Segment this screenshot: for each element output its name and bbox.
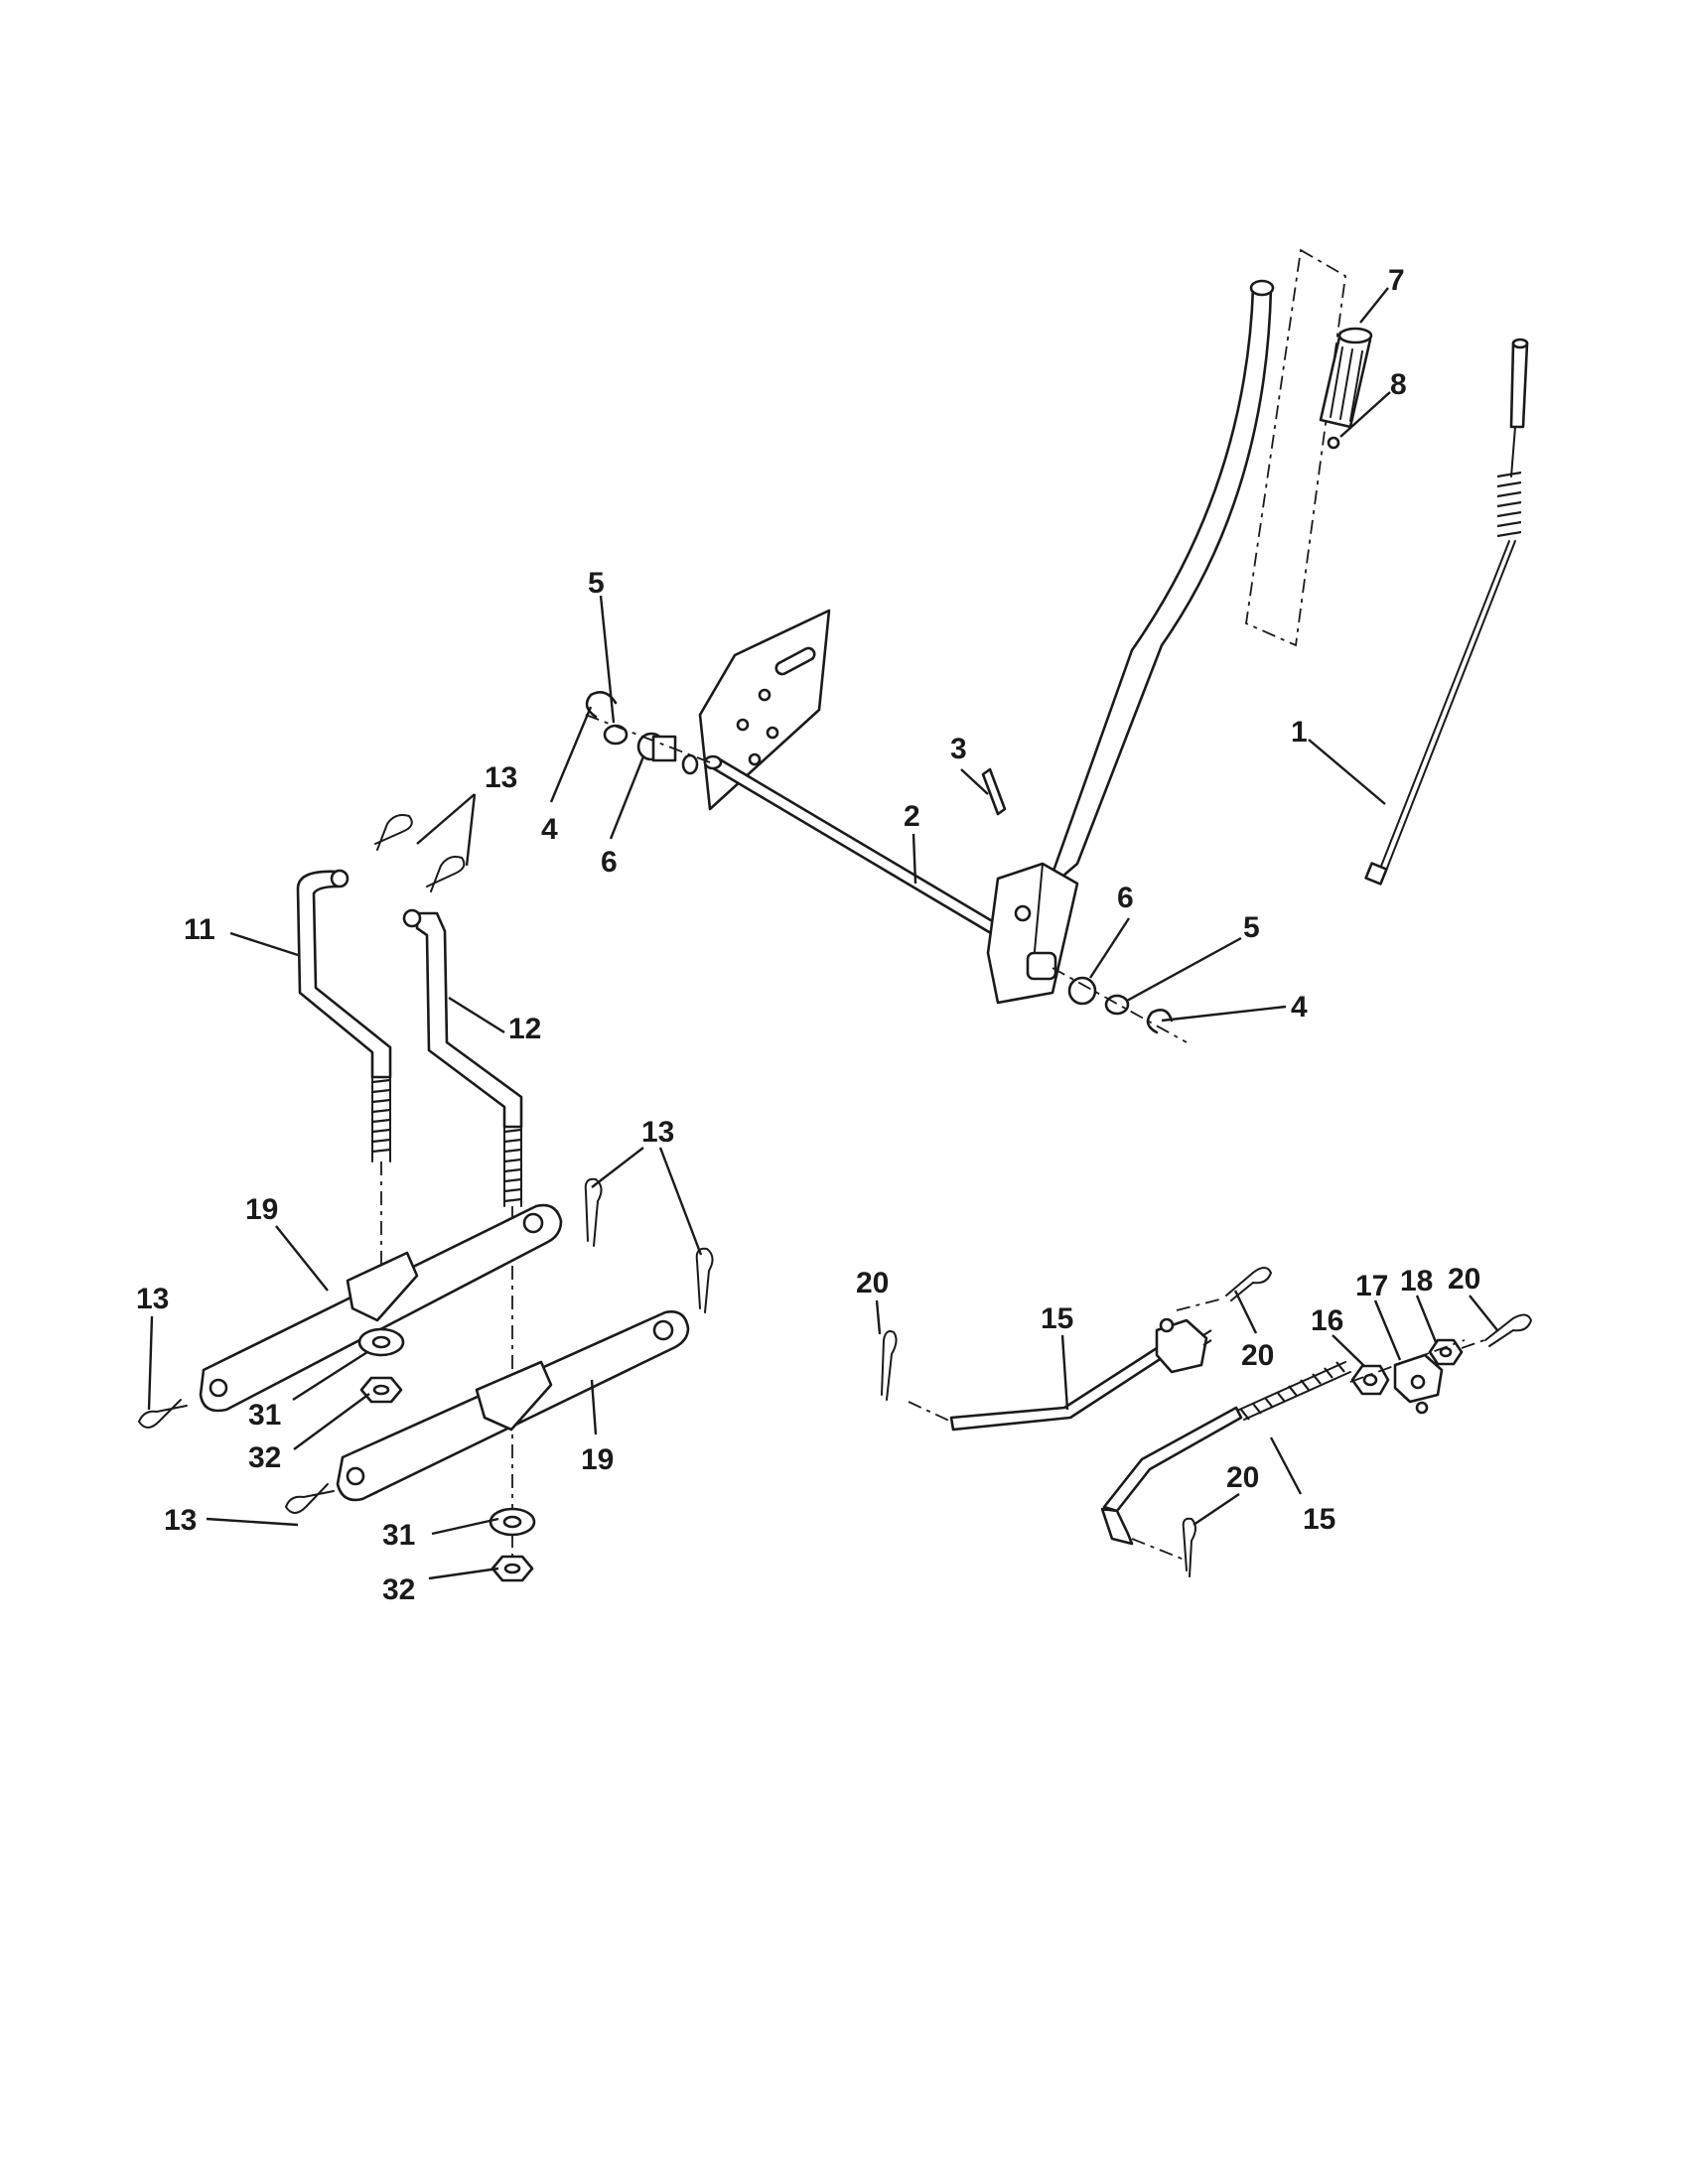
mounting-plate bbox=[698, 609, 831, 811]
lift-link-left bbox=[296, 869, 392, 1162]
callout-20-left: 20 bbox=[856, 1267, 889, 1299]
callout-2: 2 bbox=[904, 800, 920, 833]
callout-7: 7 bbox=[1388, 264, 1405, 297]
callout-6-left: 6 bbox=[601, 846, 618, 879]
lift-link-right bbox=[402, 908, 523, 1207]
cotter-pin-right bbox=[1461, 1313, 1533, 1349]
callout-32-upper: 32 bbox=[248, 1441, 281, 1474]
callout-16: 16 bbox=[1311, 1304, 1343, 1337]
callout-12: 12 bbox=[508, 1013, 541, 1045]
callout-19-lower: 19 bbox=[581, 1443, 614, 1476]
callout-8: 8 bbox=[1390, 368, 1407, 401]
hairpin-clip-top-2 bbox=[426, 856, 466, 892]
spacer-nut-lower bbox=[489, 1507, 536, 1582]
callout-19-upper: 19 bbox=[245, 1193, 278, 1226]
hairpin-clip-top-1 bbox=[374, 814, 413, 851]
callout-4-left: 4 bbox=[541, 813, 558, 846]
callout-labels: 1 2 3 4 4 5 5 6 6 7 8 11 12 13 13 13 13 … bbox=[136, 264, 1480, 1606]
callout-4-right: 4 bbox=[1291, 991, 1308, 1024]
shaft-bracket bbox=[986, 862, 1079, 1005]
adjuster-block-upper bbox=[1155, 1317, 1212, 1374]
callout-13-mid: 13 bbox=[641, 1116, 674, 1149]
callout-20-upper: 20 bbox=[1241, 1339, 1274, 1372]
callout-13-top: 13 bbox=[485, 761, 517, 794]
callout-6-right: 6 bbox=[1117, 882, 1134, 914]
hairpin-clip-bottom bbox=[284, 1483, 335, 1514]
callout-32-lower: 32 bbox=[382, 1573, 415, 1606]
hairpin-clip-mid-1 bbox=[584, 1177, 603, 1247]
callout-18: 18 bbox=[1400, 1265, 1433, 1297]
callout-11: 11 bbox=[184, 913, 215, 946]
callout-20-right: 20 bbox=[1448, 1263, 1480, 1296]
cotter-pin-upper bbox=[1176, 1267, 1273, 1311]
callout-20-bottom: 20 bbox=[1226, 1461, 1259, 1494]
adjustment-rod-lower bbox=[1100, 1361, 1351, 1562]
adjuster-block-lower bbox=[1393, 1353, 1444, 1415]
cotter-pin-bottom bbox=[1182, 1517, 1196, 1577]
jam-nut bbox=[1350, 1364, 1390, 1396]
roll-pin bbox=[981, 767, 1007, 816]
handle-grip bbox=[1319, 327, 1373, 450]
lift-arm-upper bbox=[199, 1203, 563, 1413]
callout-3: 3 bbox=[950, 733, 967, 765]
lift-arm-lower bbox=[336, 1310, 690, 1502]
spacer-nut-upper bbox=[357, 1327, 405, 1404]
hairpin-clip-left bbox=[137, 1399, 188, 1429]
handle-phantom-outline bbox=[1245, 248, 1346, 647]
hardware-axis-line bbox=[1349, 1339, 1466, 1383]
left-shaft-hardware bbox=[585, 691, 711, 775]
callout-31-upper: 31 bbox=[248, 1399, 281, 1432]
adjustment-rod-upper bbox=[908, 1346, 1164, 1432]
callout-5-right: 5 bbox=[1243, 911, 1260, 944]
callout-15-lower: 15 bbox=[1303, 1503, 1335, 1536]
lift-handle bbox=[1041, 279, 1275, 895]
callout-13-left: 13 bbox=[136, 1283, 169, 1315]
callout-15-upper: 15 bbox=[1041, 1302, 1073, 1335]
leader-lines bbox=[147, 287, 1498, 1580]
callout-31-lower: 31 bbox=[382, 1519, 415, 1552]
callout-1: 1 bbox=[1291, 716, 1308, 749]
lock-nut bbox=[1428, 1338, 1464, 1366]
hairpin-clip-mid-2 bbox=[695, 1247, 714, 1313]
callout-13-bottom: 13 bbox=[164, 1504, 197, 1537]
right-shaft-hardware bbox=[1026, 951, 1188, 1043]
callout-5-left: 5 bbox=[588, 567, 605, 600]
cotter-pin-left bbox=[881, 1330, 898, 1401]
callout-17: 17 bbox=[1355, 1270, 1388, 1302]
release-rod bbox=[1364, 338, 1529, 886]
